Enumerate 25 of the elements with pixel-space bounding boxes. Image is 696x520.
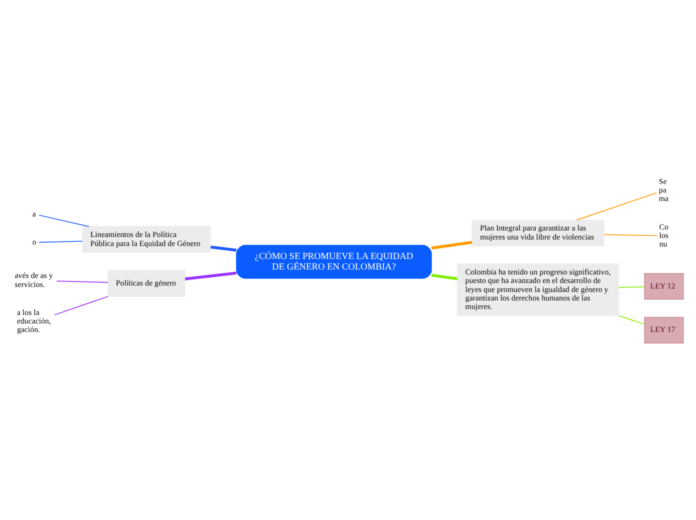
connector xyxy=(431,240,472,250)
node-text: Co los nu xyxy=(659,222,668,249)
node-text: Se pa ma xyxy=(658,176,669,204)
connector xyxy=(618,315,645,325)
connector xyxy=(54,296,109,316)
node-box: LEY 17 xyxy=(644,316,684,344)
connector xyxy=(431,274,458,280)
connector xyxy=(38,214,90,227)
connector xyxy=(184,272,237,280)
node-text: a los la educación, gación. xyxy=(16,308,51,334)
node-box: Políticas de género xyxy=(108,270,186,297)
connector xyxy=(618,286,645,288)
connector xyxy=(603,234,658,236)
node-box: Lineamientos de la Política Pública para la Equidad de Género xyxy=(82,226,211,253)
node-box: Colombia ha tenido un progreso significativo, puesto que ha avanzado en el desarrollo de leyes que promueven la igualdad de género y garantizan los derechos humanos de las mujeres. xyxy=(457,264,619,316)
connector xyxy=(56,280,108,283)
node-text: avés de as y servicios. xyxy=(14,271,53,289)
connector xyxy=(210,246,237,252)
connector xyxy=(576,192,658,220)
node-box: ¿CÓMO SE PROMUEVE LA EQUIDAD DE GÉNERO EN COLOMBIA? xyxy=(236,244,432,279)
node-box: LEY 12 xyxy=(644,272,684,300)
node-text: o xyxy=(32,237,36,246)
node-text: a xyxy=(32,209,36,218)
node-box: Plan Integral para garantizar a las mujeres una vida libre de violencias xyxy=(472,220,604,246)
connector xyxy=(38,240,83,243)
